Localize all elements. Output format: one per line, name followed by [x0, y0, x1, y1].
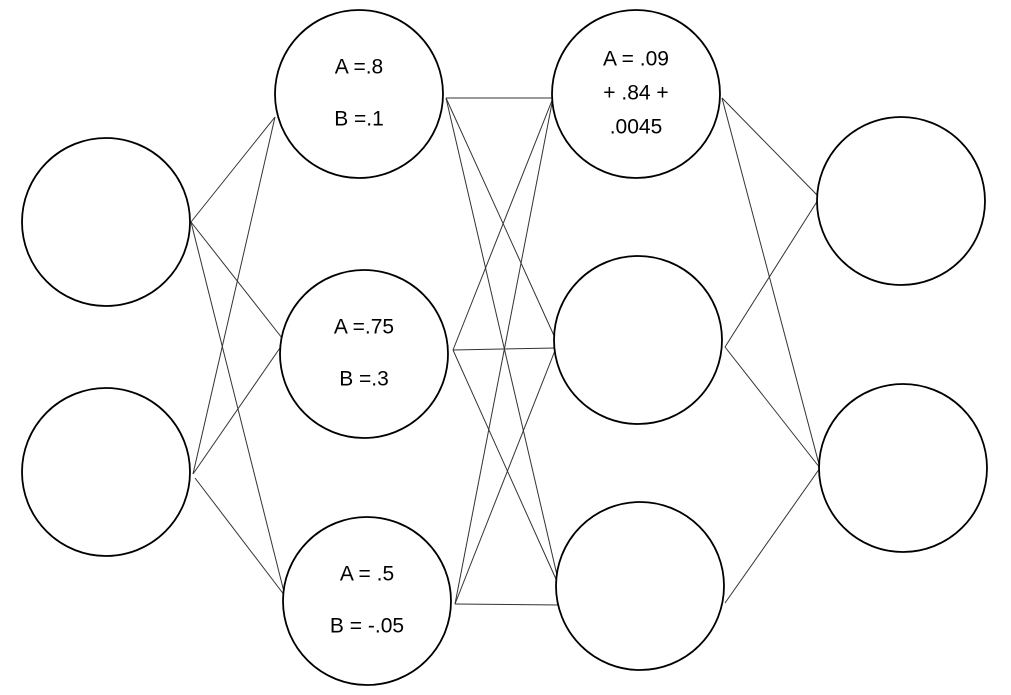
- neuron-hidden-2-1: A = .09 + .84 + .0045: [551, 9, 721, 179]
- neuron-circle: [21, 137, 191, 307]
- neuron-hidden-1-2: A =.75 B =.3: [279, 269, 449, 439]
- connection-line: [192, 344, 283, 475]
- connection-line: [192, 116, 276, 475]
- neuron-value-label: A =.8: [335, 56, 383, 79]
- neuron-hidden-2-2: [553, 255, 723, 425]
- connection-line: [454, 97, 554, 605]
- neuron-value-label: B =.3: [339, 368, 389, 391]
- connection-line: [445, 97, 561, 589]
- neuron-hidden-1-3: A = .5 B = -.05: [282, 516, 452, 686]
- neuron-input-2: [21, 387, 191, 557]
- connection-line: [194, 477, 286, 597]
- connections: [190, 97, 821, 606]
- neuron-value-label: + .84 +: [603, 82, 668, 105]
- neuron-circle: [551, 9, 721, 179]
- neuron-value-label: A = .09: [603, 48, 669, 71]
- neurons: A =.8B =.1A =.75B =.3A = .5B = -.05A = .…: [21, 9, 988, 686]
- neuron-circle: [818, 383, 988, 553]
- neuron-value-label: .0045: [610, 116, 663, 139]
- neuron-circle: [816, 116, 986, 286]
- neuron-circle: [282, 516, 452, 686]
- neuron-output-2: [818, 383, 988, 553]
- neuron-input-1: [21, 137, 191, 307]
- neuron-circle: [279, 269, 449, 439]
- neuron-value-label: B = -.05: [330, 615, 404, 638]
- connection-line: [454, 347, 557, 605]
- connection-line: [721, 97, 821, 469]
- neuron-circle: [21, 387, 191, 557]
- connection-line: [190, 221, 283, 339]
- connection-line: [452, 97, 554, 351]
- neuron-value-label: A =.75: [334, 316, 394, 339]
- neuron-hidden-2-3: [555, 501, 725, 671]
- neuron-circle: [274, 9, 444, 179]
- connection-line: [452, 349, 561, 589]
- neuron-circle: [555, 501, 725, 671]
- connection-line: [721, 97, 819, 197]
- connection-line: [445, 97, 557, 341]
- connection-line: [454, 603, 561, 606]
- connection-line: [724, 467, 821, 604]
- connection-line: [724, 199, 819, 348]
- connection-line: [190, 116, 276, 223]
- connection-line: [724, 346, 821, 469]
- neuron-value-label: A = .5: [340, 563, 394, 586]
- neuron-circle: [553, 255, 723, 425]
- neuron-value-label: B =.1: [334, 108, 384, 131]
- neuron-output-1: [816, 116, 986, 286]
- neuron-hidden-1-1: A =.8 B =.1: [274, 9, 444, 179]
